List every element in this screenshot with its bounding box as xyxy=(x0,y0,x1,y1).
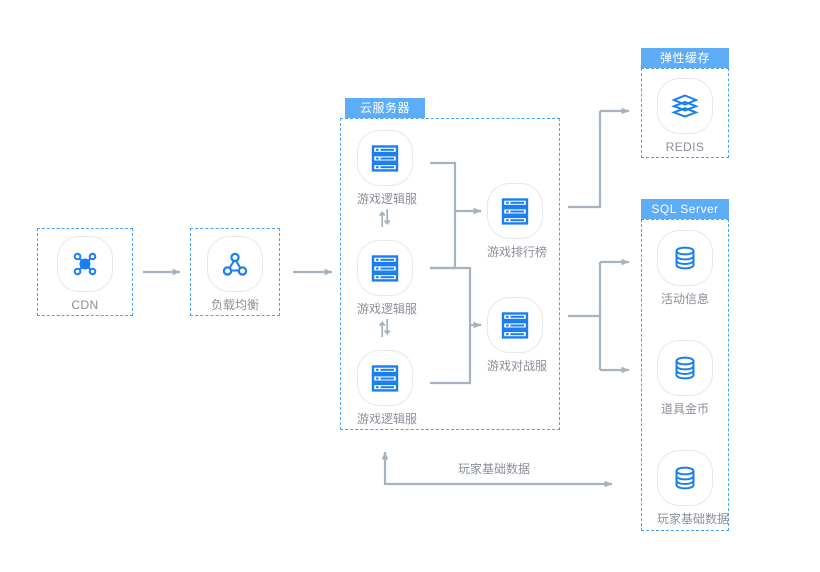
cdn-network-icon xyxy=(57,236,113,292)
node-label-load-balancer: 负载均衡 xyxy=(210,298,259,312)
node-label-logic-server-1: 游戏逻辑服 xyxy=(357,192,418,206)
node-redis[interactable]: REDIS xyxy=(657,78,713,154)
node-label-items-coins-db: 道具金币 xyxy=(660,402,709,416)
load-balancer-group-box xyxy=(190,228,280,316)
node-items-coins-db[interactable]: 道具金币 xyxy=(657,340,713,416)
node-cdn[interactable]: CDN xyxy=(57,236,113,312)
edge-cloudserver-to-sqlserver xyxy=(568,258,630,374)
sync-arrows-icon-2 xyxy=(378,319,391,337)
cache-group-badge: 弹性缓存 xyxy=(641,48,729,68)
sql-group-badge: SQL Server xyxy=(641,199,729,219)
node-leaderboard[interactable]: 游戏排行榜 xyxy=(487,183,548,259)
node-label-logic-server-2: 游戏逻辑服 xyxy=(357,302,418,316)
database-icon xyxy=(657,230,713,286)
load-balancer-icon xyxy=(207,236,263,292)
database-icon xyxy=(657,340,713,396)
server-icon xyxy=(487,297,543,353)
edge-label-player-base-data: 玩家基础数据 xyxy=(458,462,531,476)
node-load-balancer[interactable]: 负载均衡 xyxy=(207,236,263,312)
node-activity-db[interactable]: 活动信息 xyxy=(657,230,713,306)
node-logic-server-3[interactable]: 游戏逻辑服 xyxy=(357,350,418,426)
node-logic-server-2[interactable]: 游戏逻辑服 xyxy=(357,240,418,316)
node-label-activity-db: 活动信息 xyxy=(660,292,709,306)
server-icon xyxy=(357,350,413,406)
node-player-base-db[interactable]: 玩家基础数据 xyxy=(657,450,730,526)
node-label-leaderboard: 游戏排行榜 xyxy=(487,245,548,259)
node-label-redis: REDIS xyxy=(665,140,705,154)
redis-stack-icon xyxy=(657,78,713,134)
node-label-player-base-db: 玩家基础数据 xyxy=(657,512,730,526)
database-icon xyxy=(657,450,713,506)
edge-cloudserver-to-redis xyxy=(568,107,630,209)
cloud-server-group-badge: 云服务器 xyxy=(345,98,425,118)
node-label-battle-server: 游戏对战服 xyxy=(487,359,548,373)
sync-arrows-icon-1 xyxy=(378,209,391,227)
cache-group-box xyxy=(641,68,729,158)
node-logic-server-1[interactable]: 游戏逻辑服 xyxy=(357,130,418,206)
node-label-logic-server-3: 游戏逻辑服 xyxy=(357,412,418,426)
cloud-server-group-box xyxy=(340,118,560,430)
node-battle-server[interactable]: 游戏对战服 xyxy=(487,297,548,373)
sql-group-box xyxy=(641,219,729,531)
server-icon xyxy=(357,240,413,296)
node-label-cdn: CDN xyxy=(71,298,99,312)
server-icon xyxy=(357,130,413,186)
server-icon xyxy=(487,183,543,239)
cdn-group-box xyxy=(37,228,133,316)
